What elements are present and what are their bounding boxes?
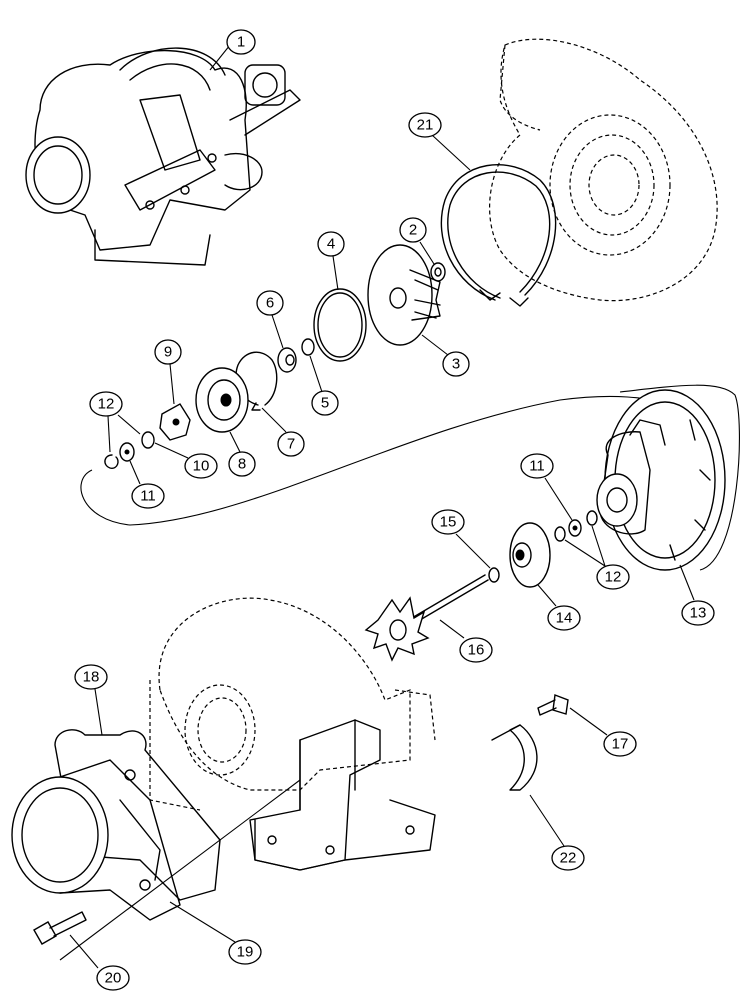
callout-19: 19: [169, 901, 262, 965]
callout-10-label: 10: [193, 458, 210, 475]
callout-11-upper-label: 11: [140, 488, 156, 505]
callout-7: 7: [261, 407, 305, 457]
callout-13-label: 13: [690, 605, 707, 622]
callout-2: 2: [399, 217, 435, 265]
callout-6-label: 6: [266, 295, 274, 312]
lower-bearing-group: [554, 510, 598, 542]
callout-19-label: 19: [237, 944, 254, 961]
callout-17-label: 17: [612, 736, 629, 753]
callout-12-upper: 12: [89, 391, 141, 453]
callout-3-label: 3: [452, 356, 460, 373]
callout-14: 14: [537, 584, 581, 631]
group-boundary-line: [80, 395, 651, 526]
callout-2-label: 2: [409, 222, 417, 239]
part-18-gasket: [54, 729, 221, 901]
callout-20: 20: [69, 934, 130, 991]
callout-16-label: 16: [468, 642, 485, 659]
part-2-nut: [430, 262, 446, 282]
callout-21: 21: [408, 112, 471, 171]
callout-1: 1: [209, 29, 256, 71]
part-5-seal-ring: [301, 338, 315, 356]
callout-11-right-label: 11: [529, 458, 545, 475]
part-8-thrust-plate: [195, 367, 249, 433]
part-9-thrust-collar: [159, 403, 191, 441]
callout-5-label: 5: [321, 395, 329, 412]
group-boundary-right: [619, 384, 740, 571]
part-10-washer: [141, 431, 155, 449]
callout-11-right: 11: [520, 453, 573, 521]
callout-18: 18: [74, 664, 108, 736]
part-20-bolt: [33, 911, 87, 945]
turbine-housing-base: [249, 719, 436, 871]
callout-9: 9: [154, 339, 182, 405]
part-14-seal-carrier: [509, 522, 551, 588]
part-3-compressor-wheel: [367, 244, 441, 346]
part-12-clip: [104, 454, 119, 469]
callout-20-label: 20: [105, 970, 122, 987]
part-17-bolt: [537, 694, 569, 716]
callout-22-label: 22: [560, 850, 577, 867]
callout-12-right-label: 12: [605, 569, 622, 586]
callout-7-label: 7: [287, 436, 295, 453]
callout-6: 6: [256, 290, 284, 349]
callout-16: 16: [439, 619, 493, 663]
callout-12-upper-label: 12: [98, 396, 115, 413]
callout-1-label: 1: [237, 34, 245, 51]
callout-4-label: 4: [327, 236, 335, 253]
part-19-elbow-housing: [11, 759, 181, 921]
bolt-20-alignment-line: [59, 779, 301, 961]
callout-13: 13: [679, 564, 715, 626]
callout-15-label: 15: [440, 514, 457, 531]
callout-17: 17: [569, 707, 637, 757]
turbocharger-assembly: [25, 47, 301, 266]
callout-18-label: 18: [83, 669, 100, 686]
callout-4: 4: [317, 231, 345, 291]
callout-22: 22: [529, 794, 585, 871]
callout-3: 3: [421, 334, 470, 377]
part-22-clamp-segment: [491, 724, 538, 791]
part-4-o-ring: [313, 288, 367, 362]
callout-10: 10: [154, 442, 218, 479]
part-13-center-housing: [596, 389, 726, 571]
part-12-clip-right: [586, 510, 598, 526]
callout-5: 5: [309, 355, 339, 416]
upper-bearing-group: [104, 431, 155, 469]
part-21-snap-ring: [440, 164, 557, 307]
callout-11-upper: 11: [129, 460, 165, 509]
callout-8-label: 8: [238, 456, 246, 473]
part-15-piston-ring: [488, 567, 500, 583]
callout-14-label: 14: [556, 610, 573, 627]
compressor-housing-outline: [489, 38, 718, 302]
callout-15: 15: [431, 509, 491, 569]
part-6-spacer: [277, 347, 297, 373]
callout-8: 8: [228, 431, 256, 477]
part-16-turbine-wheel-shaft: [364, 574, 489, 662]
callout-12-right: 12: [564, 525, 630, 590]
callout-9-label: 9: [164, 344, 172, 361]
part-12-clip-right-b: [554, 526, 566, 542]
callout-21-label: 21: [417, 117, 434, 134]
